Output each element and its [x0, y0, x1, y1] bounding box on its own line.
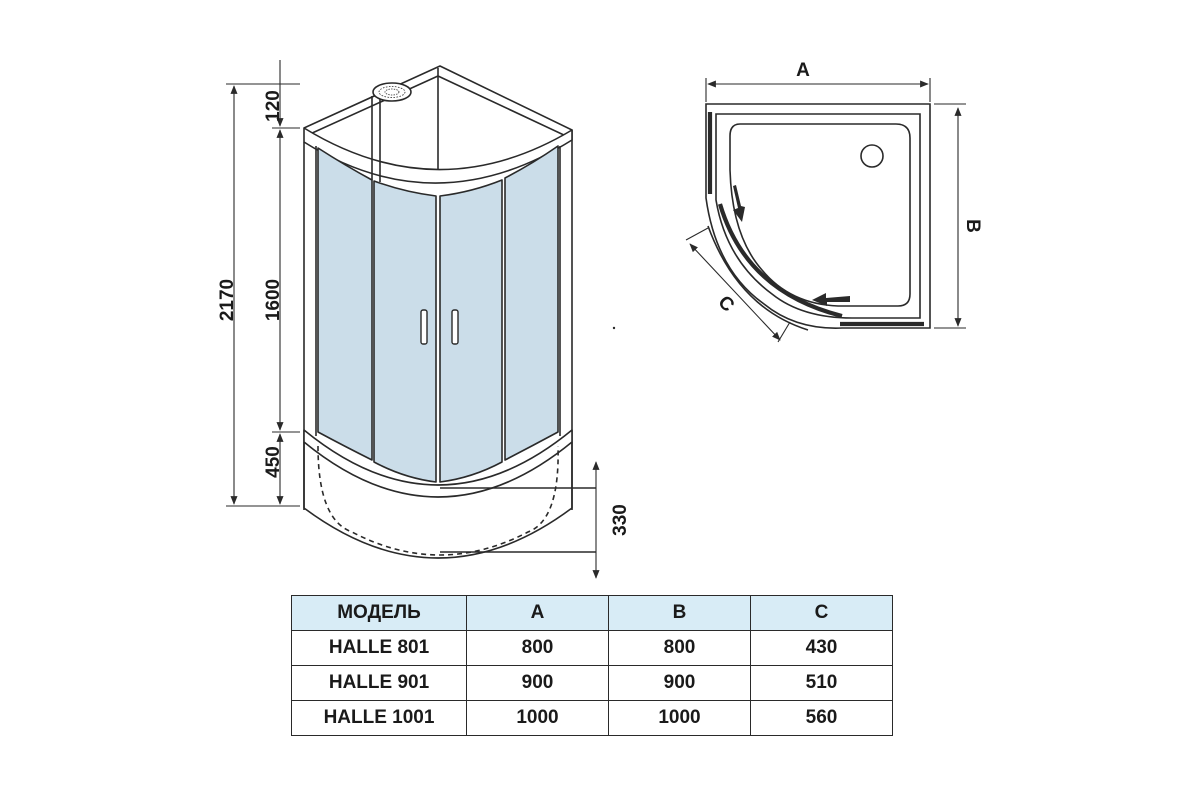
header-a: A — [466, 595, 609, 631]
cabin-top-inner — [309, 75, 567, 137]
cell-c: 560 — [750, 700, 893, 736]
cell-model: HALLE 1001 — [291, 700, 467, 736]
table-row: HALLE 801 800 800 430 — [291, 630, 893, 666]
cell-a: 800 — [466, 630, 609, 666]
cell-a: 900 — [466, 665, 609, 701]
dim-tray-height: 450 — [263, 446, 284, 478]
glass-panel-right — [504, 145, 559, 461]
plan-dimensions — [685, 78, 966, 343]
arrow-left-icon — [812, 293, 850, 306]
arrow-down-icon — [733, 185, 745, 222]
table-row: HALLE 1001 1000 1000 560 — [291, 700, 893, 736]
cell-c: 510 — [750, 665, 893, 701]
drain-icon — [860, 144, 884, 168]
header-b: B — [608, 595, 751, 631]
dim-panel-height: 1600 — [263, 279, 284, 321]
tray-body — [303, 442, 573, 559]
header-model: МОДЕЛЬ — [291, 595, 467, 631]
dim-label-c: C — [714, 292, 739, 317]
dim-label-b: B — [962, 219, 983, 233]
table-row: HALLE 901 900 900 510 — [291, 665, 893, 701]
dim-tray-depth: 330 — [610, 504, 631, 536]
cell-model: HALLE 901 — [291, 665, 467, 701]
model-dimensions-table: МОДЕЛЬ A B C HALLE 801 800 800 430 HALLE… — [291, 595, 893, 736]
glass-panel-left — [317, 147, 373, 461]
cell-c: 430 — [750, 630, 893, 666]
shower-pipe — [371, 96, 381, 182]
cell-model: HALLE 801 — [291, 630, 467, 666]
front-dimensions — [226, 60, 600, 579]
cell-b: 900 — [608, 665, 751, 701]
door-handle-right — [451, 309, 459, 345]
front-view — [303, 65, 596, 559]
cell-a: 1000 — [466, 700, 609, 736]
dim-line-c — [689, 243, 781, 341]
cell-b: 1000 — [608, 700, 751, 736]
glass-door-right — [439, 179, 503, 483]
shower-head-icon — [372, 82, 412, 102]
dim-total-height: 2170 — [217, 279, 238, 321]
cell-b: 800 — [608, 630, 751, 666]
sliding-direction-arrows — [733, 185, 850, 306]
dim-label-a: A — [796, 60, 810, 81]
table-header-row: МОДЕЛЬ A B C — [291, 595, 893, 631]
glass-door-left — [373, 180, 437, 483]
tray-inner-dashed — [317, 445, 559, 556]
door-handle-left — [420, 309, 428, 345]
header-c: C — [750, 595, 893, 631]
dim-top-gap: 120 — [263, 90, 284, 122]
stray-dot — [612, 326, 616, 330]
top-rim-curve — [303, 127, 573, 184]
